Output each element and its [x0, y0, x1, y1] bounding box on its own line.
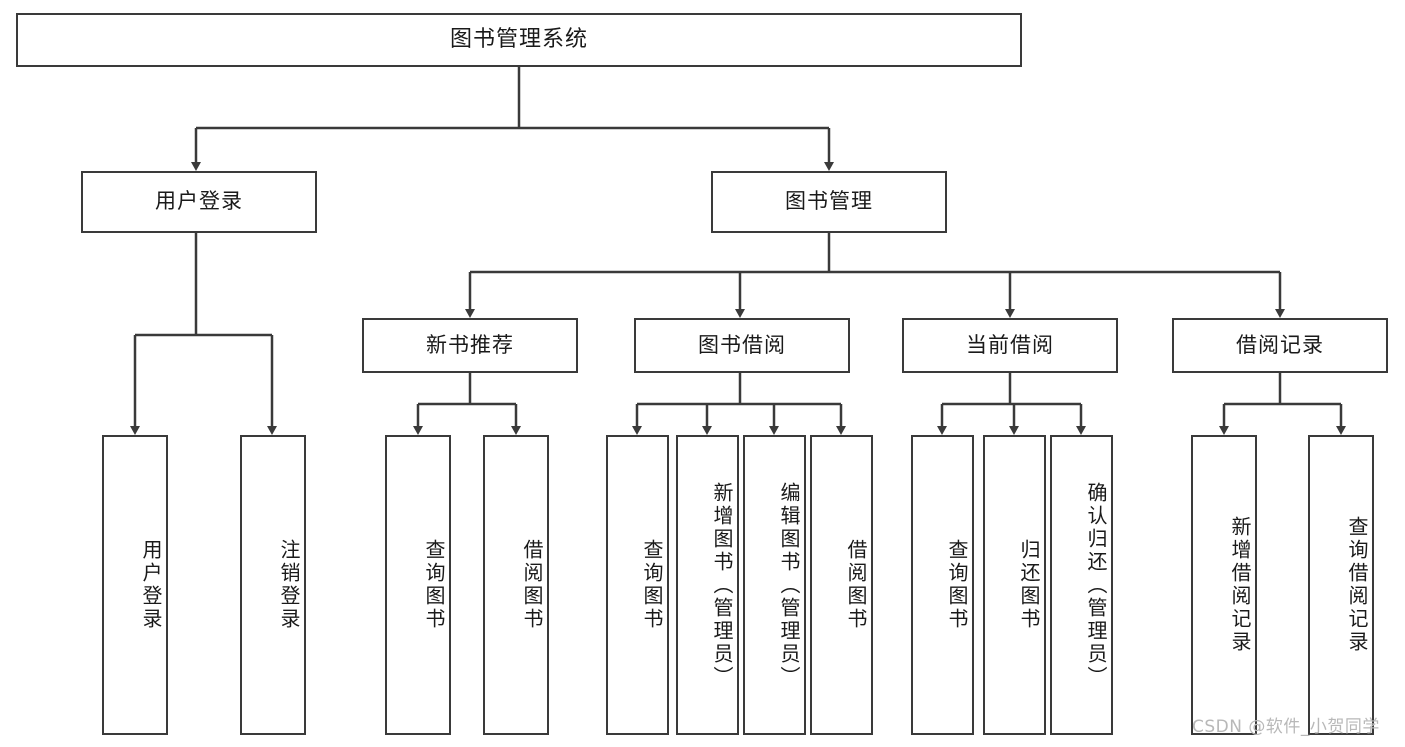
- node-root[interactable]: 图书管理系统: [16, 13, 1022, 67]
- node-user-login-label: 用户登录: [155, 189, 243, 214]
- leaf-borrow-book-1[interactable]: 借阅图书: [483, 435, 549, 735]
- leaf-query-borrow-record-label: 查询借阅记录: [1345, 516, 1369, 654]
- leaf-user-logout-label: 注销登录: [277, 539, 301, 631]
- node-borrow-record[interactable]: 借阅记录: [1172, 318, 1388, 373]
- leaf-user-login[interactable]: 用户登录: [102, 435, 168, 735]
- leaf-add-borrow-record-label: 新增借阅记录: [1228, 516, 1252, 654]
- leaf-query-book-2-label: 查询图书: [640, 539, 664, 631]
- node-book-borrow[interactable]: 图书借阅: [634, 318, 850, 373]
- leaf-borrow-book-2[interactable]: 借阅图书: [810, 435, 873, 735]
- leaf-query-book-3-label: 查询图书: [945, 539, 969, 631]
- leaf-edit-book[interactable]: 编辑图书（管理员）: [743, 435, 806, 735]
- node-root-label: 图书管理系统: [449, 26, 588, 52]
- leaf-query-book-1[interactable]: 查询图书: [385, 435, 451, 735]
- leaf-user-login-label: 用户登录: [139, 539, 163, 631]
- leaf-query-borrow-record[interactable]: 查询借阅记录: [1308, 435, 1374, 735]
- leaf-query-book-1-label: 查询图书: [422, 539, 446, 631]
- node-current-borrow[interactable]: 当前借阅: [902, 318, 1118, 373]
- leaf-add-book-label: 新增图书（管理员）: [710, 481, 734, 689]
- node-book-manage[interactable]: 图书管理: [711, 171, 947, 233]
- node-new-book-recommend[interactable]: 新书推荐: [362, 318, 578, 373]
- node-current-borrow-label: 当前借阅: [966, 332, 1054, 357]
- leaf-query-book-2[interactable]: 查询图书: [606, 435, 669, 735]
- leaf-borrow-book-2-label: 借阅图书: [844, 539, 868, 631]
- node-user-login[interactable]: 用户登录: [81, 171, 317, 233]
- watermark: CSDN @软件_小贺同学: [1192, 717, 1380, 737]
- node-borrow-record-label: 借阅记录: [1236, 332, 1324, 357]
- leaf-return-book[interactable]: 归还图书: [983, 435, 1046, 735]
- leaf-add-borrow-record[interactable]: 新增借阅记录: [1191, 435, 1257, 735]
- node-new-book-recommend-label: 新书推荐: [426, 332, 514, 357]
- leaf-query-book-3[interactable]: 查询图书: [911, 435, 974, 735]
- leaf-confirm-return[interactable]: 确认归还（管理员）: [1050, 435, 1113, 735]
- leaf-borrow-book-1-label: 借阅图书: [520, 539, 544, 631]
- node-book-borrow-label: 图书借阅: [698, 332, 786, 357]
- leaf-return-book-label: 归还图书: [1017, 539, 1041, 631]
- leaf-confirm-return-label: 确认归还（管理员）: [1084, 481, 1108, 689]
- node-book-manage-label: 图书管理: [785, 189, 873, 214]
- leaf-edit-book-label: 编辑图书（管理员）: [777, 481, 801, 689]
- leaf-user-logout[interactable]: 注销登录: [240, 435, 306, 735]
- leaf-add-book[interactable]: 新增图书（管理员）: [676, 435, 739, 735]
